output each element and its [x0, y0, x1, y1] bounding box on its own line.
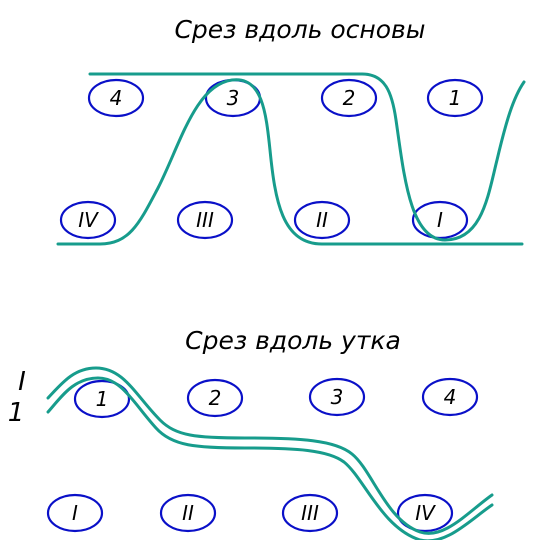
- thread-label: III: [301, 501, 319, 525]
- thread-cross-section: [421, 377, 479, 417]
- weft-lower-thread-IV: IV: [396, 493, 454, 533]
- thread-label: 4: [444, 385, 457, 409]
- thread-cross-section: [159, 493, 217, 533]
- warp-upper-row: 4 3 2 1: [87, 78, 484, 118]
- thread-cross-section: [186, 378, 244, 418]
- weft-lower-thread-II: II: [159, 493, 217, 533]
- weft-lower-thread-III: III: [281, 493, 339, 533]
- weft-interlacing-yarn-outer: [46, 366, 494, 535]
- thread-label: III: [196, 208, 214, 232]
- warp-lower-thread-II: II: [293, 200, 351, 240]
- thread-cross-section: [426, 78, 484, 118]
- warp-lower-thread-I: I: [411, 200, 469, 240]
- warp-lower-thread-III: III: [176, 200, 234, 240]
- warp-interlacing-yarn-2: [56, 78, 524, 246]
- thread-cross-section: [87, 78, 145, 118]
- weft-lower-row: I II III IV: [46, 493, 454, 533]
- weft-upper-thread-4: 4: [421, 377, 479, 417]
- side-label-bottom: 1: [8, 398, 25, 428]
- thread-label: 2: [343, 86, 356, 110]
- weft-upper-thread-3: 3: [308, 377, 366, 417]
- warp-upper-thread-2: 2: [320, 78, 378, 118]
- warp-lower-thread-IV: IV: [59, 200, 117, 240]
- warp-upper-thread-1: 1: [426, 78, 484, 118]
- thread-cross-section: [176, 200, 234, 240]
- thread-label: II: [316, 208, 328, 232]
- thread-cross-section: [293, 200, 351, 240]
- thread-label: II: [182, 501, 194, 525]
- weft-upper-thread-2: 2: [186, 378, 244, 418]
- warp-interlacing-yarn: [88, 72, 526, 242]
- thread-label: I: [437, 208, 443, 232]
- warp-upper-thread-4: 4: [87, 78, 145, 118]
- side-label-top: I: [18, 367, 26, 397]
- thread-label: I: [72, 501, 78, 525]
- weft-lower-thread-I: I: [46, 493, 104, 533]
- thread-cross-section: [396, 493, 454, 533]
- thread-cross-section: [308, 377, 366, 417]
- warp-section-title: Срез вдоль основы: [174, 15, 425, 44]
- thread-cross-section: [320, 78, 378, 118]
- thread-cross-section: [59, 200, 117, 240]
- thread-label: IV: [78, 208, 99, 232]
- thread-label: 4: [110, 86, 123, 110]
- thread-label: IV: [415, 501, 436, 525]
- weft-upper-row: 1 2 3 4: [73, 377, 479, 419]
- thread-cross-section: [46, 493, 104, 533]
- thread-cross-section: [73, 379, 131, 419]
- thread-label: 3: [331, 385, 344, 409]
- warp-lower-row: IV III II I: [59, 200, 469, 240]
- weft-upper-thread-1: 1: [73, 379, 131, 419]
- thread-label: 2: [209, 386, 222, 410]
- thread-label: 1: [449, 86, 462, 110]
- weft-section-title: Срез вдоль утка: [185, 326, 401, 355]
- thread-label: 3: [227, 86, 240, 110]
- thread-label: 1: [96, 387, 109, 411]
- thread-cross-section: [281, 493, 339, 533]
